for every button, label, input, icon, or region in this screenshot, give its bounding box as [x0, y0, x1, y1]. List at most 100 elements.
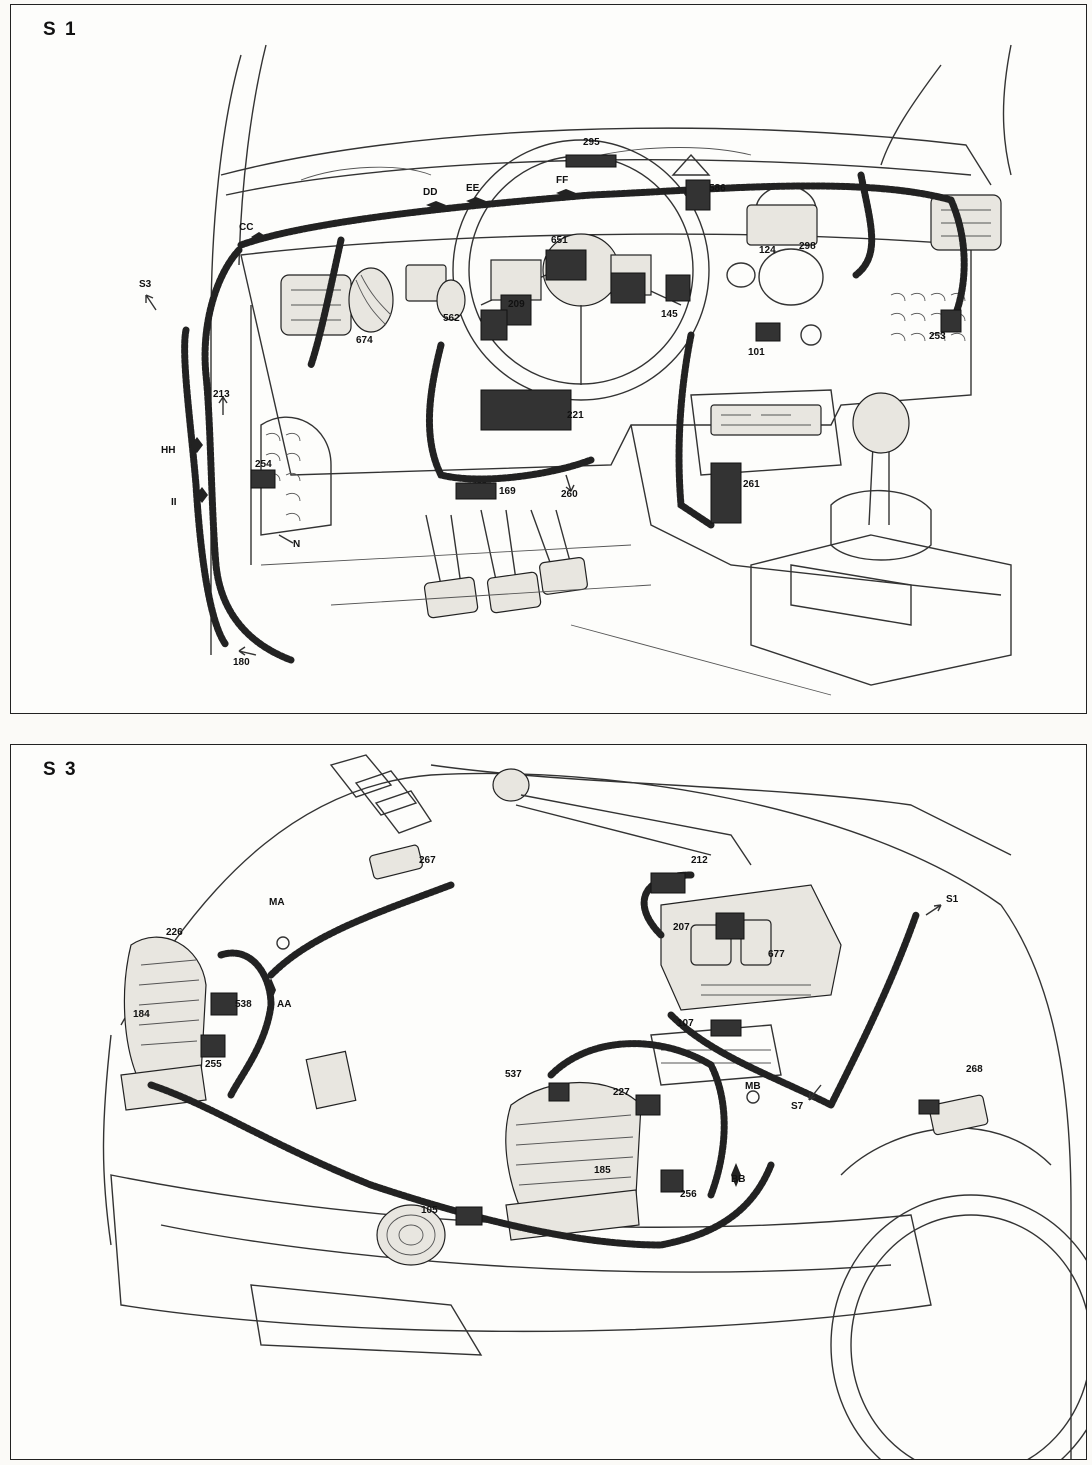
- label-227: 227: [613, 1087, 630, 1098]
- gauge-speed: [758, 248, 824, 306]
- door-edge-right: [1002, 44, 1012, 176]
- speaker-grille-left: [260, 416, 332, 536]
- label-dd: DD: [423, 187, 437, 198]
- dashboard-face: [240, 233, 972, 476]
- connector-255: [200, 1034, 226, 1058]
- label-254: 254: [255, 459, 272, 470]
- label-ff: FF: [556, 175, 568, 186]
- body-front-left: [102, 1034, 112, 1246]
- label-209: 209: [508, 299, 525, 310]
- panel-title: S 1: [43, 19, 78, 40]
- harness-to-s3: [181, 326, 230, 649]
- panel-title: S 3: [43, 759, 78, 780]
- label-bb: BB: [731, 1174, 745, 1185]
- label-s1: S1: [946, 894, 959, 905]
- radio: [710, 404, 822, 436]
- fuse-box: [660, 884, 842, 1011]
- label-107: 107: [677, 1018, 694, 1029]
- label-267: 267: [419, 855, 436, 866]
- dashboard-top: [220, 127, 992, 186]
- connector-101: [755, 322, 781, 342]
- headlamp-right: [505, 1082, 642, 1241]
- front-bumper: [110, 1174, 932, 1333]
- label-mb: MB: [745, 1081, 761, 1092]
- label-101: 101: [748, 347, 765, 358]
- label-674: 674: [356, 335, 373, 346]
- connector-295: [565, 154, 617, 168]
- label-213: 213: [213, 389, 230, 400]
- radio-console: [690, 389, 842, 476]
- label-212: 212: [691, 855, 708, 866]
- harness-left-pillar: [201, 246, 295, 664]
- label-538: 538: [235, 999, 252, 1010]
- label-221: 221: [567, 410, 584, 421]
- connector-562: [480, 309, 508, 341]
- label-298: 298: [799, 241, 816, 252]
- windscreen-base: [430, 764, 1012, 856]
- connector-651: [545, 249, 587, 281]
- instrument-cluster: [746, 204, 818, 246]
- label-260: 260: [561, 489, 578, 500]
- connector-268: [918, 1099, 940, 1115]
- ground-ma: [276, 936, 290, 950]
- label-295: 295: [583, 137, 600, 148]
- dashboard-wiring-drawing: 295 DD EE FF 586 CC 651 124 298 S3 209 5…: [139, 44, 1012, 696]
- label-s7: S7: [791, 1101, 804, 1112]
- cigar-lighter: [800, 324, 822, 346]
- tape-markers: [191, 189, 576, 503]
- label-268: 268: [966, 1064, 983, 1075]
- wheel-arch: [830, 1194, 1086, 1459]
- side-repeater-left: [369, 844, 423, 880]
- connector-212: [650, 872, 686, 894]
- gear-boot: [830, 489, 932, 561]
- label-hh: HH: [161, 445, 175, 456]
- label-ii: II: [171, 497, 177, 508]
- label-253: 253: [929, 331, 946, 342]
- a-pillar-right: [880, 64, 942, 166]
- badge: [305, 1050, 357, 1110]
- label-586: 586: [709, 183, 726, 194]
- panel-s3-engine-bay: S 3: [10, 744, 1087, 1460]
- connector-261: [710, 462, 742, 524]
- bonnet-vents: [329, 754, 433, 834]
- label-145: 145: [661, 309, 678, 320]
- connector-537: [548, 1082, 570, 1102]
- connector-253: [940, 309, 962, 333]
- light-switch: [348, 267, 394, 333]
- connector-227: [635, 1094, 661, 1116]
- label-180: 180: [233, 657, 250, 668]
- connector-107: [710, 1019, 742, 1037]
- headlamp-left: [120, 936, 207, 1111]
- label-184: 184: [133, 1009, 150, 1020]
- ground-mb: [746, 1090, 760, 1104]
- bonnet-edge: [120, 772, 1002, 1026]
- label-256: 256: [680, 1189, 697, 1200]
- side-repeater-right: [928, 1094, 989, 1136]
- label-aa: AA: [277, 999, 291, 1010]
- label-226: 226: [166, 927, 183, 938]
- label-562: 562: [443, 313, 460, 324]
- wiper-arm: [515, 794, 752, 866]
- stalk-switch: [490, 259, 542, 301]
- gear-stick: [868, 444, 890, 526]
- indicator-right: [505, 1189, 640, 1241]
- connector-221: [480, 389, 572, 431]
- label-255: 255: [205, 1059, 222, 1070]
- connector-207: [715, 912, 745, 940]
- wing-right: [1000, 904, 1072, 1459]
- a-pillar-left-inner: [238, 44, 267, 266]
- connector-538: [210, 992, 238, 1016]
- connector-254: [250, 469, 276, 489]
- label-651: 651: [551, 235, 568, 246]
- connector-256: [660, 1169, 684, 1193]
- label-n: N: [293, 539, 300, 550]
- tape-aa: [266, 978, 276, 1002]
- connector-169: [455, 482, 497, 500]
- label-169: 169: [499, 486, 516, 497]
- number-plate-recess: [250, 1284, 483, 1356]
- label-cc: CC: [239, 222, 253, 233]
- gear-knob: [852, 392, 910, 454]
- label-261: 261: [743, 479, 760, 490]
- wiper-pivot: [492, 768, 530, 802]
- hazard-switch: [671, 153, 711, 176]
